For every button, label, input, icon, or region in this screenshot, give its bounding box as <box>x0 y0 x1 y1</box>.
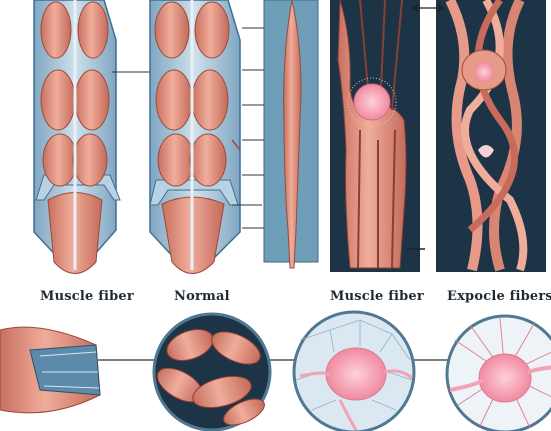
detail-tendon <box>0 326 101 414</box>
panel-muscle-fiber-bundle <box>33 0 170 274</box>
label-muscle-fiber-1: Muscle fiber <box>40 289 134 304</box>
label-normal: Normal <box>174 289 230 304</box>
detail-interlaced-circle <box>152 312 272 431</box>
panel-fiber-nucleus <box>330 0 425 272</box>
detail-cell-circle <box>292 310 416 431</box>
panel-exploded-fibers <box>412 0 546 272</box>
panel-normal-fiber <box>149 0 262 274</box>
detail-radiating-cell <box>445 314 551 431</box>
panel-single-fiber <box>242 0 319 269</box>
label-expocle-fibers: Expocle fibers <box>447 289 551 304</box>
label-muscle-fiber-2: Muscle fiber <box>330 289 424 304</box>
